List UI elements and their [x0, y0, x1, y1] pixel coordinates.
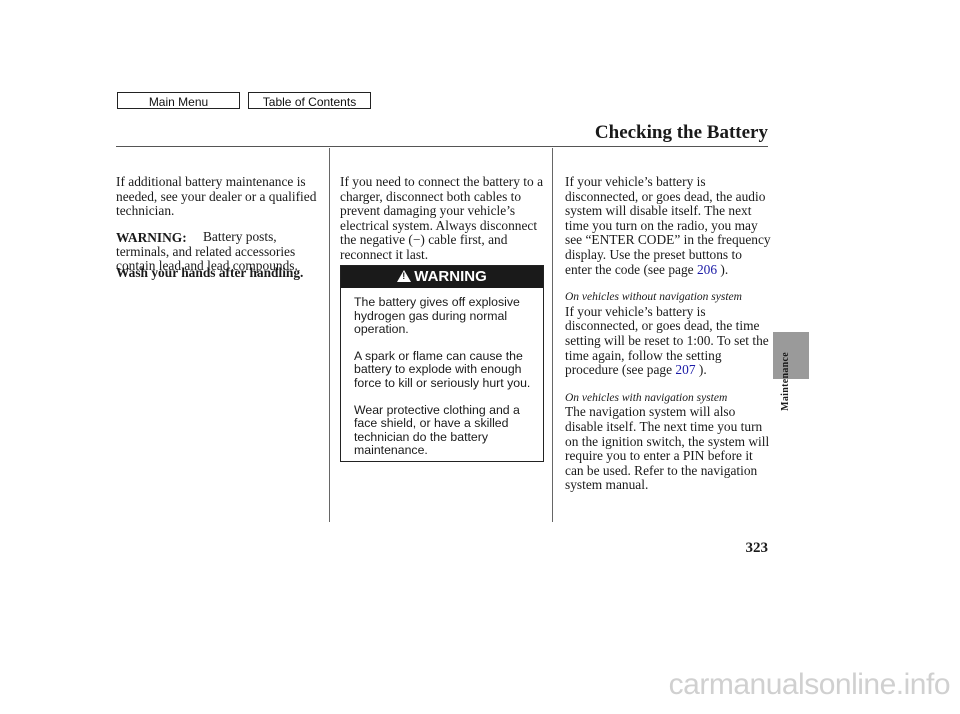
- section-side-tab: [773, 332, 809, 379]
- site-watermark: carmanualsonline.info: [668, 668, 951, 701]
- warning-paragraph: The battery gives off explosive hydrogen…: [354, 295, 520, 337]
- audio-text-end: ).: [717, 261, 729, 277]
- column-3: If your vehicle’s battery is disconnecte…: [565, 174, 771, 493]
- clock-text-end: ).: [695, 362, 707, 378]
- audio-paragraph: If your vehicle’s battery is disconnecte…: [565, 174, 771, 277]
- audio-text: If your vehicle’s battery is disconnecte…: [565, 174, 771, 277]
- wash-hands-notice: Wash your hands after handling.: [116, 265, 304, 280]
- caption-without-navigation: On vehicles without navigation system: [565, 291, 742, 304]
- main-menu-button[interactable]: Main Menu: [117, 92, 240, 109]
- header-divider: [116, 146, 768, 147]
- lead-warning-text: Battery posts, terminals, and related ac…: [116, 229, 298, 274]
- page-number: 323: [745, 540, 769, 556]
- section-side-label: Maintenance: [780, 352, 791, 411]
- lead-warning-heading: WARNING:: [116, 230, 187, 245]
- clock-paragraph: If your vehicle’s battery is disconnecte…: [565, 303, 771, 378]
- charger-paragraph: If you need to connect the battery to a …: [340, 174, 544, 262]
- navigation-paragraph: The navigation system will also disable …: [565, 404, 770, 493]
- column-divider-1: [329, 148, 330, 522]
- maintenance-paragraph: If additional battery maintenance is nee…: [116, 174, 317, 219]
- warning-triangle-icon: [397, 270, 412, 282]
- page-207-link[interactable]: 207: [675, 362, 696, 378]
- warning-banner-label: WARNING: [414, 268, 487, 285]
- warning-paragraph: Wear protective clothing and a face shie…: [354, 402, 520, 458]
- page-206-link[interactable]: 206: [696, 261, 718, 277]
- warning-paragraph: A spark or flame can cause the battery t…: [354, 348, 531, 390]
- column-2: If you need to connect the battery to a …: [340, 174, 546, 263]
- table-of-contents-button[interactable]: Table of Contents: [248, 92, 371, 109]
- warning-box: WARNING The battery gives off explosive …: [340, 265, 544, 462]
- column-1: If additional battery maintenance is nee…: [116, 174, 322, 219]
- clock-text: If your vehicle’s battery is disconnecte…: [565, 303, 769, 378]
- warning-paragraphs: The battery gives off explosive hydrogen…: [354, 295, 536, 471]
- section-title: Checking the Battery: [594, 122, 768, 143]
- column-divider-2: [552, 148, 553, 522]
- caption-with-navigation: On vehicles with navigation system: [565, 391, 728, 404]
- warning-banner: WARNING: [341, 266, 543, 288]
